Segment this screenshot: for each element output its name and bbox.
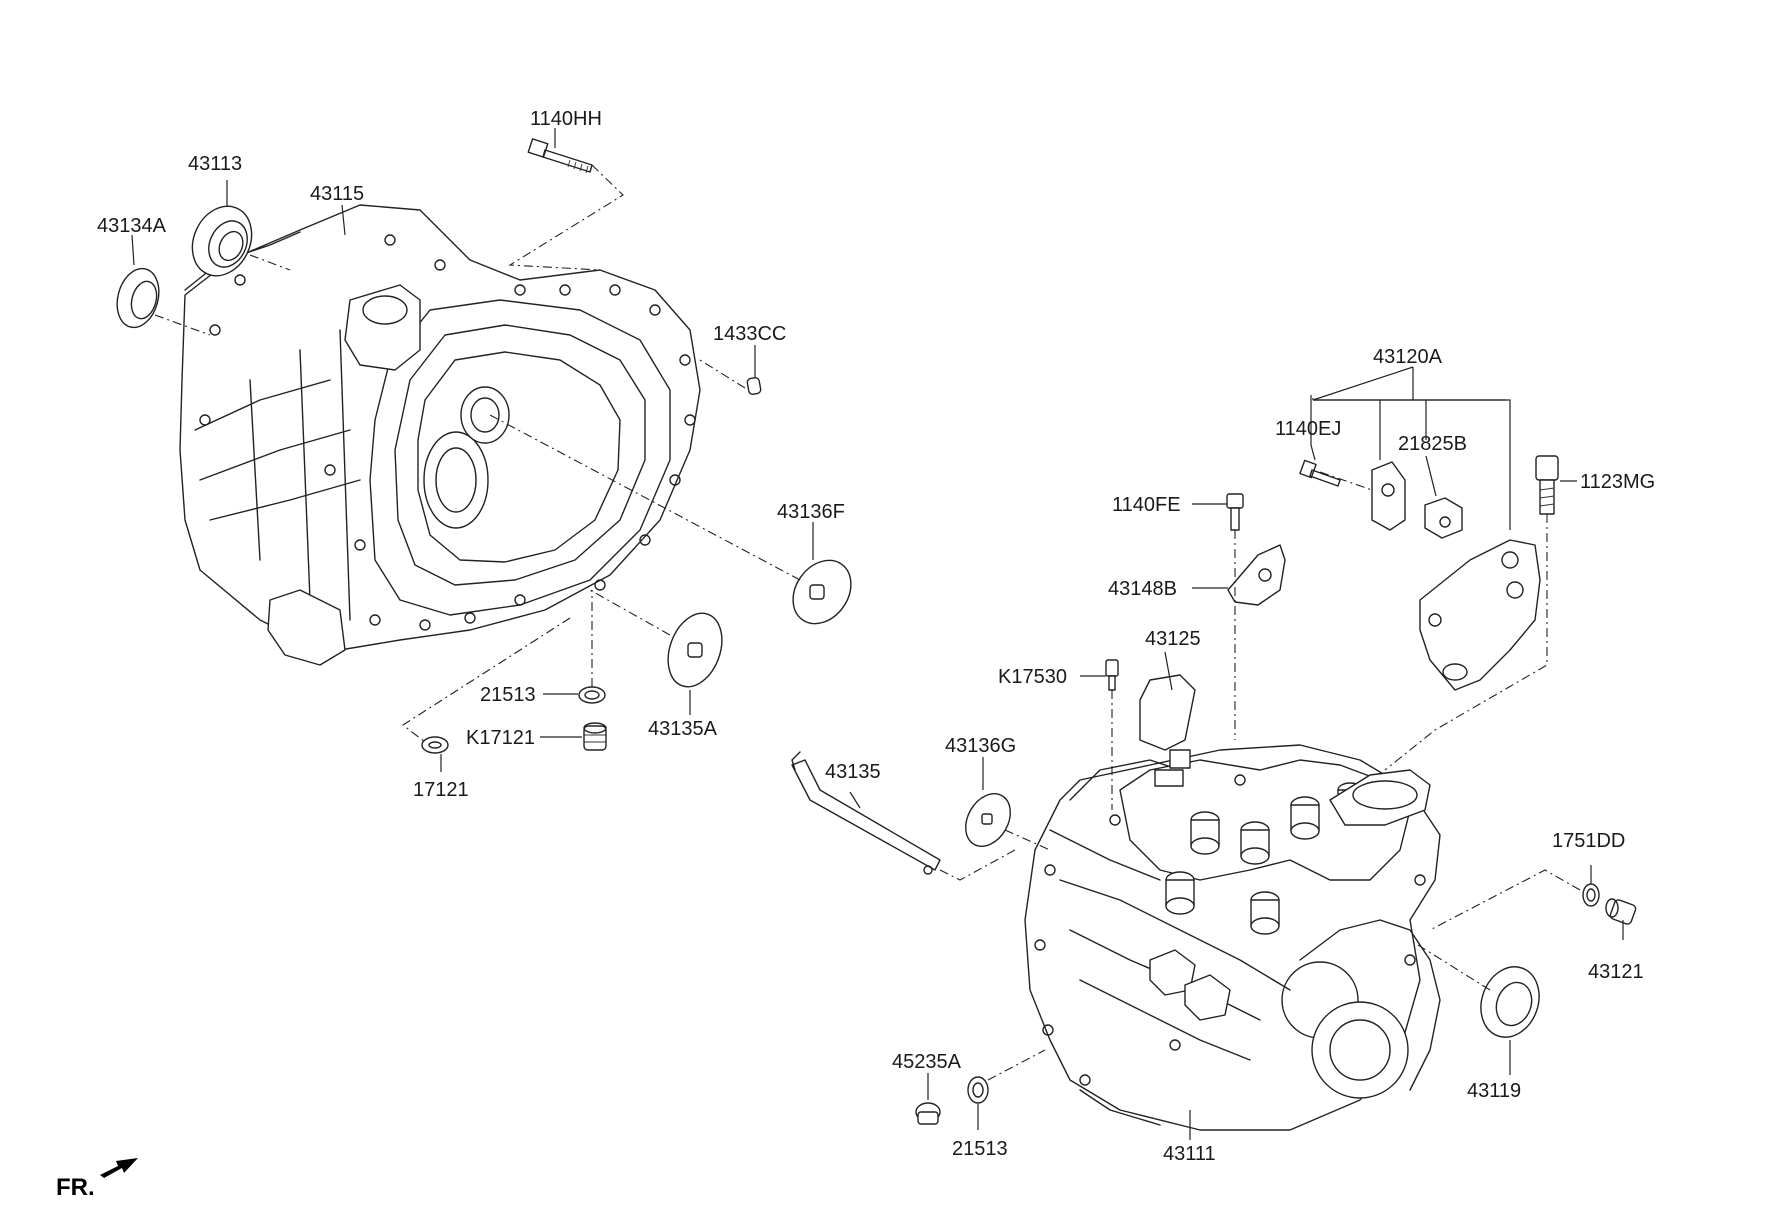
direction-label: FR. — [56, 1174, 95, 1201]
assembly-lines — [154, 164, 1581, 1081]
label-43111[interactable]: 43111 — [1163, 1143, 1216, 1165]
gasket-17121[interactable] — [421, 736, 449, 754]
label-1140fe[interactable]: 1140FE — [1112, 494, 1181, 516]
plug-k17121[interactable] — [583, 722, 607, 751]
washer-21513-upper[interactable] — [578, 686, 606, 704]
cover-43136f[interactable] — [781, 549, 863, 635]
bolt-1140hh[interactable] — [527, 138, 593, 174]
clutch-housing-43115[interactable] — [179, 204, 701, 666]
label-21513-upper[interactable]: 21513 — [480, 684, 536, 706]
guide-43135[interactable] — [791, 751, 941, 875]
bolt-1140fe[interactable] — [1226, 493, 1244, 531]
front-direction-indicator: FR. — [56, 1158, 138, 1201]
label-43134a[interactable]: 43134A — [97, 215, 167, 237]
bracket-43148b[interactable] — [1227, 544, 1286, 606]
label-43120a[interactable]: 43120A — [1373, 346, 1443, 368]
washer-21513-lower[interactable] — [967, 1076, 989, 1104]
label-k17121[interactable]: K17121 — [466, 727, 535, 749]
transaxle-case-43111[interactable] — [1024, 744, 1441, 1131]
label-43121[interactable]: 43121 — [1588, 961, 1644, 983]
label-1751dd[interactable]: 1751DD — [1552, 830, 1625, 852]
label-1140ej[interactable]: 1140EJ — [1275, 418, 1341, 440]
label-1123mg[interactable]: 1123MG — [1580, 471, 1655, 493]
cover-43125[interactable] — [1139, 674, 1196, 751]
label-43119[interactable]: 43119 — [1467, 1080, 1521, 1102]
label-21825b[interactable]: 21825B — [1398, 433, 1467, 455]
part-labels: 1140HH 43113 43115 43134A 1433CC 43136F … — [97, 108, 1655, 1165]
label-1433cc[interactable]: 1433CC — [713, 323, 786, 345]
bolt-1140ej[interactable] — [1299, 459, 1341, 487]
label-43135[interactable]: 43135 — [825, 761, 881, 783]
sensor-k17530[interactable] — [1105, 659, 1119, 691]
label-43148b[interactable]: 43148B — [1108, 578, 1177, 600]
label-17121[interactable]: 17121 — [413, 779, 469, 801]
oil-seal-43134a[interactable] — [111, 264, 165, 332]
oil-seal-43119[interactable] — [1471, 959, 1548, 1046]
label-43136f[interactable]: 43136F — [777, 501, 845, 523]
plug-43121[interactable] — [1605, 898, 1637, 925]
mounting-bracket-43120a[interactable] — [1419, 539, 1541, 691]
bracket-43120a-plate[interactable] — [1371, 461, 1406, 531]
gasket-1751dd[interactable] — [1582, 883, 1600, 907]
label-45235a[interactable]: 45235A — [892, 1051, 962, 1073]
leader-lines — [131, 128, 1624, 1140]
cover-43136g[interactable] — [957, 786, 1020, 854]
label-43113[interactable]: 43113 — [188, 153, 242, 175]
front-arrow-icon — [100, 1158, 138, 1178]
oil-seal-43113[interactable] — [181, 197, 262, 286]
label-43136g[interactable]: 43136G — [945, 735, 1016, 757]
cover-43135a[interactable] — [659, 606, 732, 695]
label-1140hh[interactable]: 1140HH — [530, 108, 602, 130]
plug-45235a[interactable] — [915, 1102, 941, 1125]
label-k17530[interactable]: K17530 — [998, 666, 1067, 688]
label-21513-lower[interactable]: 21513 — [952, 1138, 1008, 1160]
label-43135a[interactable]: 43135A — [648, 718, 718, 740]
bushing-21825b[interactable] — [1424, 497, 1463, 539]
label-43115[interactable]: 43115 — [310, 183, 364, 205]
label-43125[interactable]: 43125 — [1145, 628, 1201, 650]
dowel-pin-1433cc[interactable] — [746, 377, 762, 395]
bolt-1123mg[interactable] — [1535, 455, 1559, 515]
